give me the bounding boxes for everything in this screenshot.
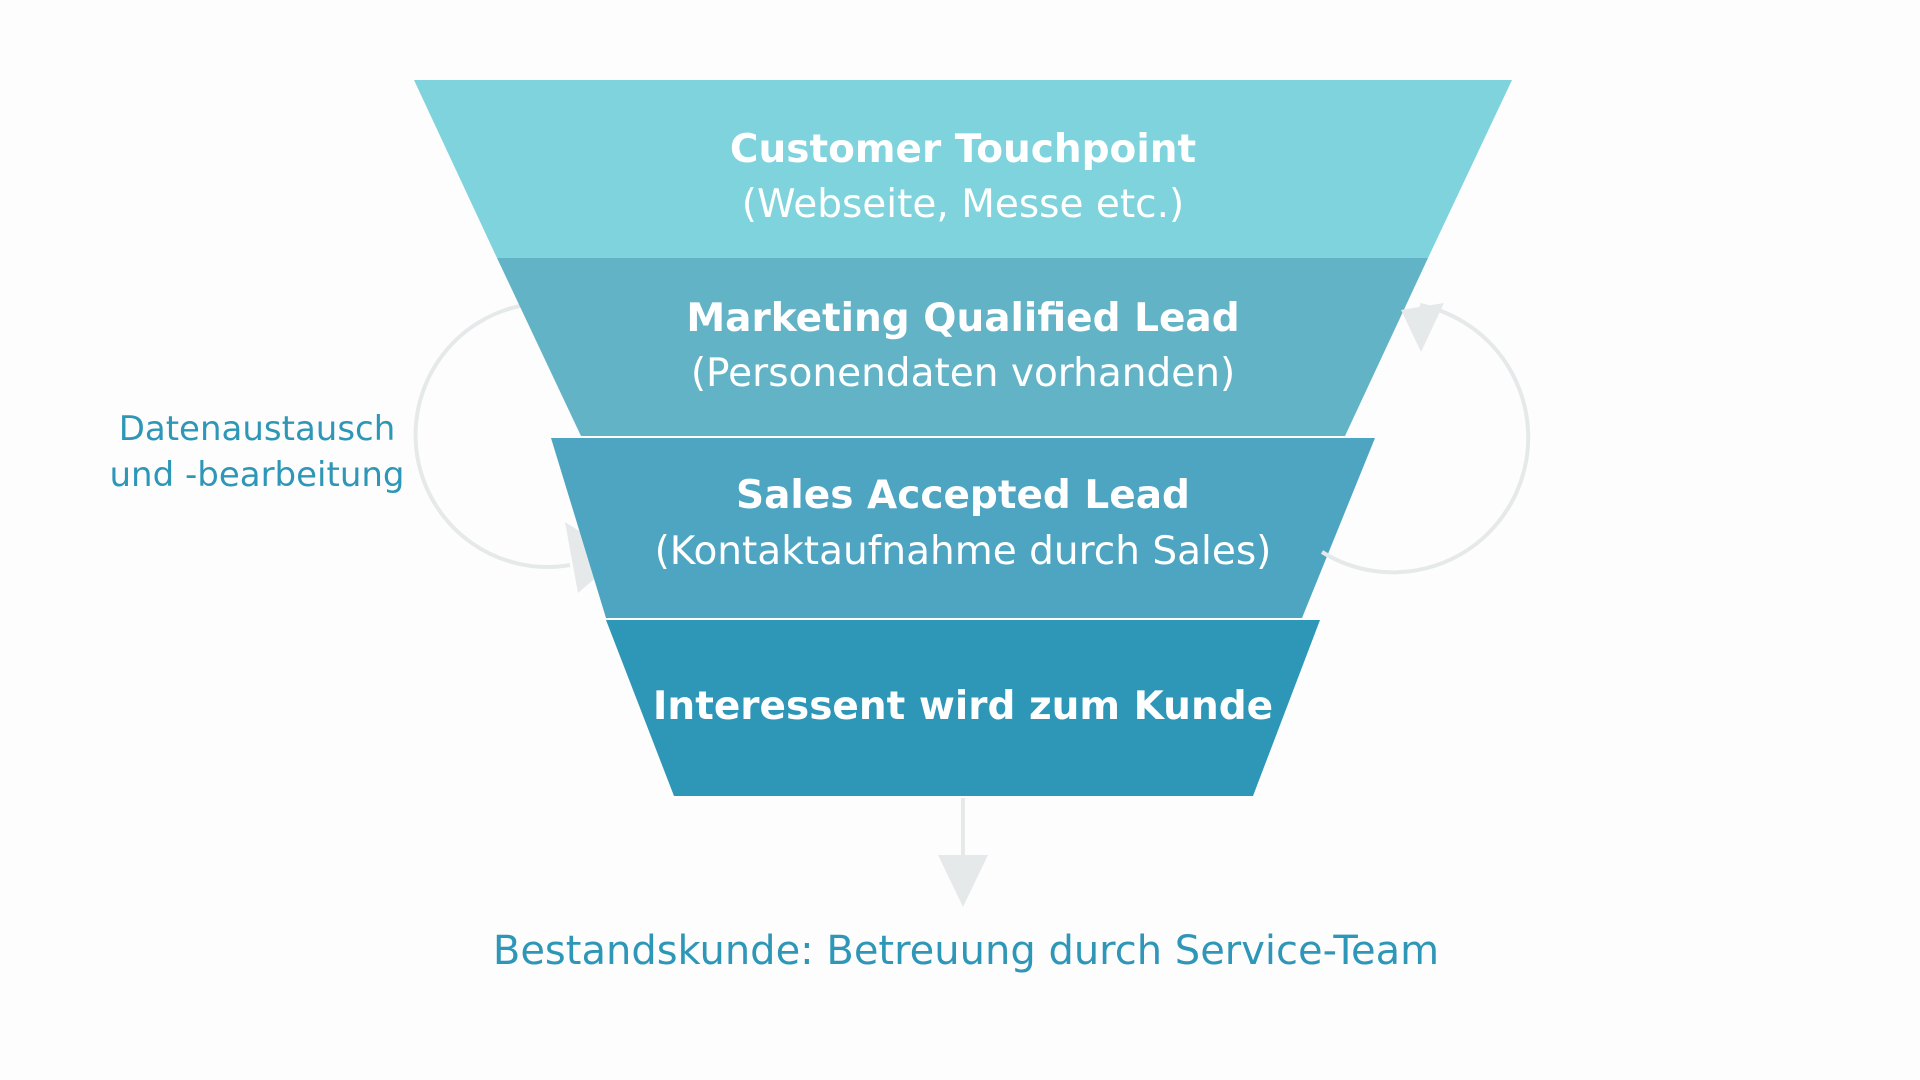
stage-2-subtitle: (Personendaten vorhanden) [691,351,1235,396]
bottom-label: Bestandskunde: Betreuung durch Service-T… [493,928,1439,974]
stage-4-title: Interessent wird zum Kunde [653,684,1273,729]
stage-1-title: Customer Touchpoint [730,127,1196,172]
stage-1-subtitle: (Webseite, Messe etc.) [742,182,1184,227]
stage-2-title: Marketing Qualified Lead [686,296,1239,341]
side-label-line-2: und -bearbeitung [109,455,404,495]
side-label-line-1: Datenaustausch [119,409,396,449]
stage-3-subtitle: (Kontaktaufnahme durch Sales) [655,529,1272,574]
stage-3-title: Sales Accepted Lead [736,473,1190,518]
funnel-stage-4 [606,620,1320,796]
funnel-stage-1 [414,80,1512,258]
down-arrow [938,798,988,907]
right-cycle-arrow [1320,303,1531,575]
funnel-stage-2 [497,258,1428,436]
funnel-stage-3 [551,438,1375,618]
